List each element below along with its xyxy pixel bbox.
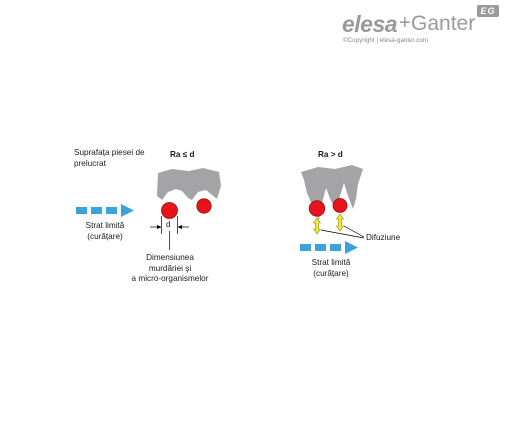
left-flow-dash-3 — [106, 207, 117, 214]
diffusion-leader-2 — [343, 225, 365, 238]
diffusion-arrow-1 — [312, 217, 322, 235]
brand-elesa: elesa — [342, 11, 398, 37]
left-boundary-layer-label: Strat limită (curățare) — [70, 221, 140, 242]
dimension-label-line3: a micro-organismelor — [131, 274, 209, 283]
left-flow-dash-1 — [76, 207, 87, 214]
d-symbol: d — [166, 220, 171, 229]
right-flow-dash-3 — [330, 244, 341, 251]
left-flow-arrowhead — [121, 204, 134, 217]
dimension-label-line1: Dimensiunea — [146, 253, 194, 262]
left-boundary-layer-line2: (curățare) — [87, 231, 123, 241]
dimension-label: Dimensiunea murdăriei şi a micro-organis… — [115, 253, 225, 285]
left-particle-2 — [196, 198, 212, 214]
surface-label: Suprafața piesei de prelucrat — [74, 148, 145, 168]
brand-badge: EG — [477, 5, 499, 17]
brand-plus: + — [399, 12, 411, 34]
right-particle-1 — [308, 200, 326, 217]
right-flow-dash-2 — [315, 244, 326, 251]
brand-logo: elesa + Ganter EG ©Copyright | elesa-gan… — [342, 5, 502, 47]
diffusion-label: Difuziune — [366, 233, 401, 242]
right-flow-dash-1 — [300, 244, 311, 251]
left-surface-shape — [157, 168, 221, 200]
diffusion-leader-1 — [320, 229, 365, 239]
right-flow-arrowhead — [345, 241, 358, 254]
left-flow-dash-2 — [91, 207, 102, 214]
dim-arrowhead-right — [177, 225, 182, 229]
left-boundary-layer-line1: Strat limită — [85, 221, 125, 230]
left-condition-label: Ra ≤ d — [170, 150, 195, 159]
diffusion-arrow-2 — [335, 213, 345, 232]
left-particle-1 — [161, 202, 178, 219]
copyright-text: ©Copyright | elesa-ganter.com — [343, 37, 429, 44]
right-boundary-layer-line2: (curățare) — [313, 268, 349, 278]
right-condition-label: Ra > d — [318, 150, 343, 159]
right-particle-2 — [332, 198, 348, 213]
right-boundary-layer-line1: Strat limită — [311, 258, 351, 267]
dimension-label-line2: murdăriei şi — [148, 263, 192, 273]
brand-ganter: Ganter — [411, 12, 476, 35]
dim-arrowhead-left — [157, 225, 162, 229]
right-boundary-layer-label: Strat limită (curățare) — [296, 258, 366, 279]
